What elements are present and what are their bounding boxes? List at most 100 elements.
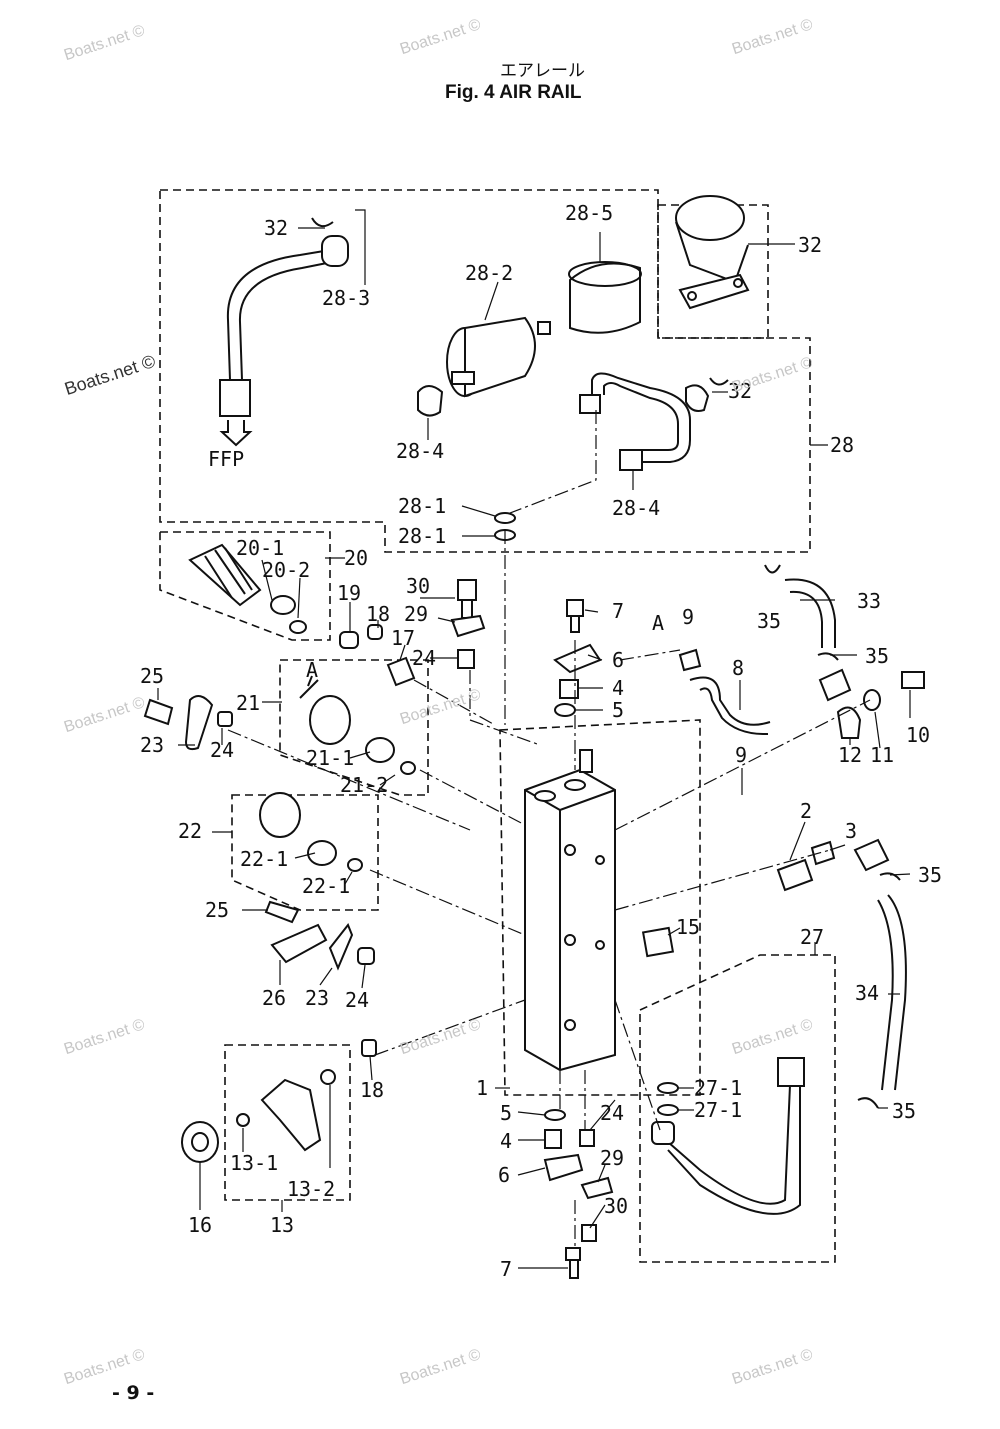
bracket-26 bbox=[270, 923, 328, 964]
bolt-10 bbox=[901, 671, 925, 689]
callout: 28-5 bbox=[565, 201, 613, 225]
callout: 22 bbox=[178, 819, 202, 843]
callout: 1 bbox=[476, 1076, 488, 1100]
callout: 28-1 bbox=[398, 494, 446, 518]
valve-13 bbox=[260, 1078, 322, 1152]
callout: 24 bbox=[345, 988, 369, 1012]
callout: 20-1 bbox=[236, 536, 284, 560]
clip-32-top bbox=[321, 235, 349, 267]
label-plate-15 bbox=[641, 926, 675, 958]
elbow-fitting bbox=[818, 668, 852, 702]
callout: 6 bbox=[612, 648, 624, 672]
callout: 21 bbox=[236, 691, 260, 715]
bolt-30-top bbox=[457, 579, 477, 601]
callout: 13-2 bbox=[287, 1177, 335, 1201]
callout: 28 bbox=[830, 433, 854, 457]
callout: 20-2 bbox=[262, 558, 310, 582]
callout: 5 bbox=[500, 1101, 512, 1125]
air-rail-body-1 bbox=[524, 768, 616, 1072]
callout: 35 bbox=[892, 1099, 916, 1123]
callout: 24 bbox=[600, 1101, 624, 1125]
clamp-12 bbox=[836, 706, 862, 739]
callout: 13 bbox=[270, 1213, 294, 1237]
callout: 28-3 bbox=[322, 286, 370, 310]
callout: 32 bbox=[728, 379, 752, 403]
callout: 16 bbox=[188, 1213, 212, 1237]
hose-34 bbox=[887, 894, 907, 1091]
part-19 bbox=[339, 631, 359, 649]
part-4-top bbox=[559, 679, 579, 699]
callout: 3 bbox=[845, 819, 857, 843]
band-clamp-32 bbox=[675, 195, 745, 241]
callout: 11 bbox=[870, 743, 894, 767]
pipe-assembly-27 bbox=[659, 1084, 791, 1205]
callout: 21-1 bbox=[306, 746, 354, 770]
callout: 32 bbox=[798, 233, 822, 257]
callout: FFP bbox=[208, 447, 244, 471]
callout: 33 bbox=[857, 589, 881, 613]
callout: 18 bbox=[366, 602, 390, 626]
callout: 4 bbox=[500, 1129, 512, 1153]
callout: 35 bbox=[918, 863, 942, 887]
callout: 22-1 bbox=[302, 874, 350, 898]
ring-28-5 bbox=[569, 262, 641, 334]
hose-8 bbox=[689, 676, 771, 726]
callout: 28-4 bbox=[612, 496, 660, 520]
elbow-3b bbox=[853, 838, 890, 872]
callout: 9 bbox=[735, 743, 747, 767]
part-18-lower bbox=[361, 1039, 377, 1057]
callout: 9 bbox=[682, 605, 694, 629]
callout: 20 bbox=[344, 546, 368, 570]
callout: 15 bbox=[676, 915, 700, 939]
filter-28-2-nozzle bbox=[451, 371, 475, 385]
callout: 4 bbox=[612, 676, 624, 700]
bolt-7-top bbox=[566, 599, 584, 617]
callout: 23 bbox=[140, 733, 164, 757]
group-27-boundary bbox=[639, 954, 836, 1263]
bracket-23-top bbox=[184, 695, 214, 751]
callout: 29 bbox=[600, 1146, 624, 1170]
callout: 25 bbox=[205, 898, 229, 922]
part-17 bbox=[386, 656, 416, 687]
plate-6-top bbox=[553, 643, 602, 674]
callout: 28-4 bbox=[396, 439, 444, 463]
bolt-25-lower bbox=[264, 900, 300, 924]
callout: 26 bbox=[262, 986, 286, 1010]
callout: 32 bbox=[264, 216, 288, 240]
group-28-boundary bbox=[159, 189, 811, 553]
callout: 35 bbox=[865, 644, 889, 668]
callout: 27-1 bbox=[694, 1076, 742, 1100]
ffp-fitting bbox=[219, 379, 251, 417]
callout: 7 bbox=[500, 1257, 512, 1281]
ffp-arrow bbox=[219, 420, 253, 447]
bracket-23-lower bbox=[328, 923, 354, 971]
bolt-25-top bbox=[143, 698, 174, 726]
callout: 27-1 bbox=[694, 1098, 742, 1122]
fitting-3 bbox=[810, 840, 836, 866]
callout: 6 bbox=[498, 1163, 510, 1187]
callout: 23 bbox=[305, 986, 329, 1010]
callout: 30 bbox=[406, 574, 430, 598]
callout: 18 bbox=[360, 1078, 384, 1102]
callout: 8 bbox=[732, 656, 744, 680]
hose-assembly-28 bbox=[591, 372, 691, 463]
regulator-22 bbox=[259, 792, 301, 838]
callout: 5 bbox=[612, 698, 624, 722]
callout: 24 bbox=[412, 646, 436, 670]
part-18 bbox=[367, 624, 383, 640]
filter-28-2-body bbox=[464, 316, 536, 398]
title-japanese: エアレール bbox=[500, 61, 585, 81]
callout: 24 bbox=[210, 738, 234, 762]
callout: 21-2 bbox=[340, 773, 388, 797]
callout: 7 bbox=[612, 599, 624, 623]
callout: A bbox=[306, 658, 318, 682]
callout: 35 bbox=[757, 609, 781, 633]
callout: 30 bbox=[604, 1194, 628, 1218]
washer-11 bbox=[863, 689, 881, 711]
callout: 12 bbox=[838, 743, 862, 767]
callout: 13-1 bbox=[230, 1151, 278, 1175]
washer-16 bbox=[181, 1121, 219, 1163]
callout: 34 bbox=[855, 981, 879, 1005]
callout: 27 bbox=[800, 925, 824, 949]
part-5-top bbox=[554, 703, 576, 717]
